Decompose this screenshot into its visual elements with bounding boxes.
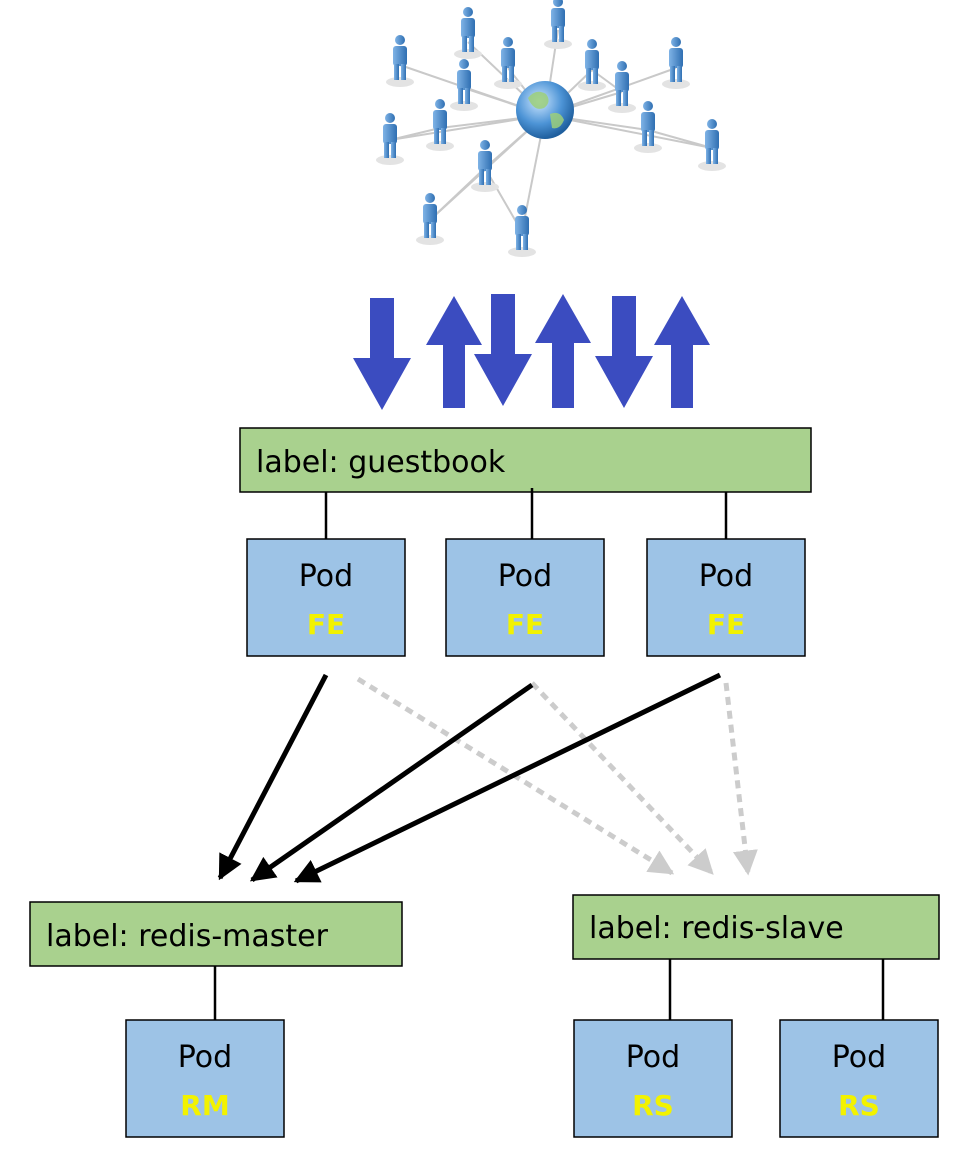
pod-fe-3: Pod FE [646, 538, 806, 657]
pod-title: Pod [299, 559, 353, 594]
arrow-fe2-to-slave [530, 681, 714, 875]
arrow-fe3-to-master [293, 672, 722, 884]
down-arrow-icon [474, 294, 532, 406]
pod-role: RS [632, 1089, 674, 1122]
pod-role: FE [307, 608, 345, 641]
pod-rs-1: Pod RS [573, 1019, 733, 1138]
arrow-fe2-to-master [249, 682, 534, 883]
pod-fe-2: Pod FE [445, 538, 605, 657]
up-arrow-icon [426, 296, 482, 408]
pod-role: RS [838, 1089, 880, 1122]
redis-master-label-box: label: redis-master [29, 901, 403, 967]
pod-title: Pod [498, 559, 552, 594]
redis-slave-label-text: label: redis-slave [589, 911, 844, 946]
pod-title: Pod [178, 1040, 232, 1075]
up-arrow-icon [654, 296, 710, 408]
arrow-fe3-to-slave [723, 682, 758, 876]
pod-role: RM [180, 1089, 229, 1122]
pod-title: Pod [832, 1040, 886, 1075]
down-arrow-icon [353, 298, 411, 410]
guestbook-label-box: label: guestbook [239, 427, 812, 493]
pod-title: Pod [626, 1040, 680, 1075]
slave-read-arrows [356, 676, 758, 876]
traffic-arrows [353, 294, 710, 410]
people-network-globe-icon [362, 0, 730, 280]
pod-role: FE [707, 608, 745, 641]
down-arrow-icon [595, 296, 653, 408]
arrow-fe1-to-master [217, 673, 329, 881]
master-write-arrows [217, 672, 722, 884]
pod-role: FE [506, 608, 544, 641]
redis-master-label-text: label: redis-master [46, 919, 329, 954]
redis-connectors [213, 959, 885, 1020]
pod-fe-1: Pod FE [246, 538, 406, 657]
pod-rs-2: Pod RS [779, 1019, 939, 1138]
pod-rm: Pod RM [125, 1019, 285, 1138]
redis-slave-label-box: label: redis-slave [572, 894, 940, 960]
pod-title: Pod [699, 559, 753, 594]
guestbook-connectors [324, 488, 728, 539]
guestbook-label-text: label: guestbook [256, 445, 506, 480]
up-arrow-icon [535, 294, 591, 408]
